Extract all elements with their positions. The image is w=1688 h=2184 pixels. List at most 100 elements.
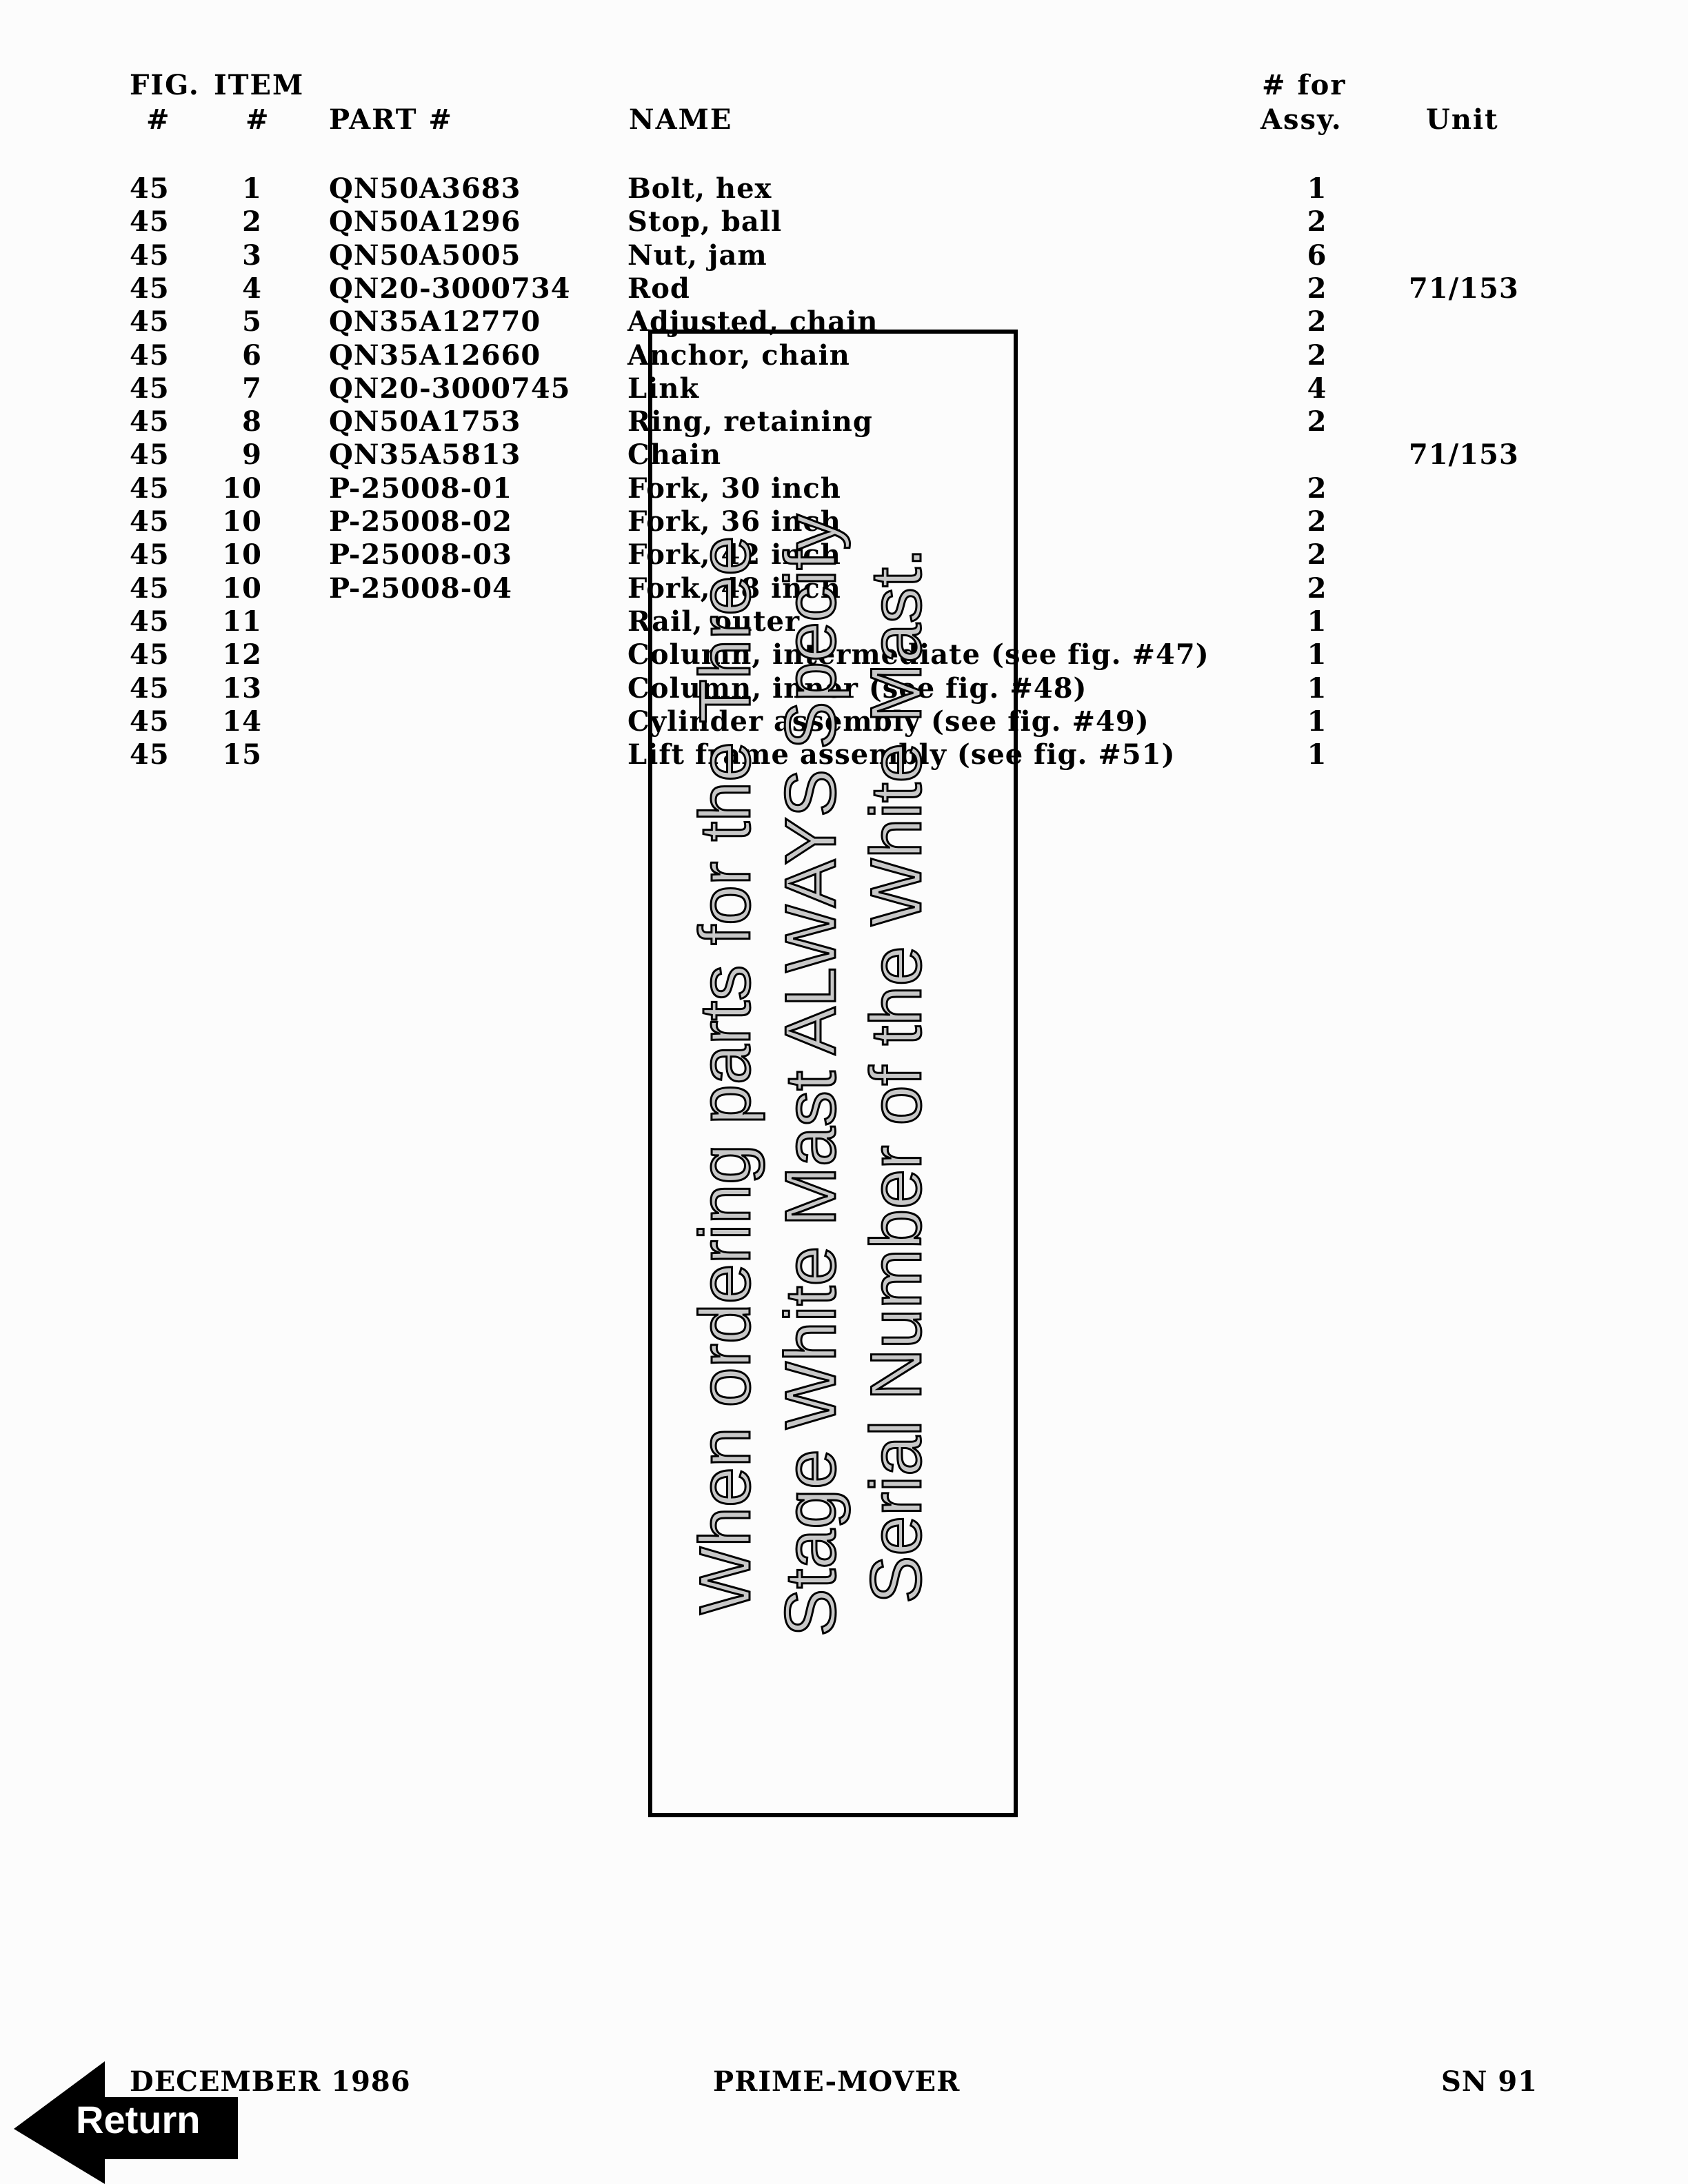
cell-assy: 1	[1307, 671, 1327, 705]
cell-fig: 45	[130, 472, 170, 505]
cell-fig: 45	[130, 638, 170, 671]
cell-item: 10	[222, 538, 262, 572]
cell-assy: 2	[1307, 405, 1327, 438]
cell-assy: 6	[1307, 239, 1327, 272]
cell-part: QN50A1753	[329, 405, 521, 438]
cell-item: 10	[222, 505, 262, 538]
cell-part: QN50A1296	[329, 205, 521, 239]
cell-assy: 2	[1307, 305, 1327, 338]
ordering-notice: When ordering parts for the Three Stage …	[683, 372, 939, 1779]
cell-part: QN50A5005	[329, 239, 521, 272]
header-fig-label: FIG.	[130, 69, 200, 101]
cell-fig: 45	[130, 505, 170, 538]
cell-fig: 45	[130, 705, 170, 738]
cell-name: Fork, 48 inch	[627, 572, 841, 605]
notice-line-3: Serial Number of the White Mast.	[856, 547, 938, 1605]
header-assy-line2: Assy.	[1260, 103, 1343, 136]
cell-item: 10	[222, 572, 262, 605]
cell-assy: 1	[1307, 738, 1327, 771]
cell-fig: 45	[130, 572, 170, 605]
header-assy-line1: # for	[1262, 69, 1347, 101]
cell-part: P-25008-02	[329, 505, 512, 538]
header-fig-hash: #	[146, 103, 171, 136]
cell-item: 14	[222, 705, 262, 738]
cell-name: Fork, 30 inch	[627, 472, 841, 505]
cell-name: Link	[627, 372, 700, 405]
return-button[interactable]: Return	[14, 2061, 241, 2184]
cell-fig: 45	[130, 738, 170, 771]
cell-fig: 45	[130, 272, 170, 305]
cell-assy: 1	[1307, 605, 1327, 638]
cell-part: P-25008-04	[329, 572, 512, 605]
cell-name: Lift frame assembly (see fig. #51)	[627, 738, 1176, 771]
notice-line-1: When ordering parts for the Three	[685, 535, 767, 1616]
footer-date: DECEMBER 1986	[130, 2065, 411, 2098]
footer-title: PRIME-MOVER	[713, 2065, 961, 2098]
header-item-label: ITEM	[214, 69, 305, 101]
cell-part: QN20-3000734	[329, 272, 571, 305]
cell-fig: 45	[130, 438, 170, 472]
header-part: PART #	[329, 103, 453, 136]
cell-fig: 45	[130, 239, 170, 272]
table-row: 45 10 P-25008-04 Fork, 48 inch 2	[0, 572, 1688, 605]
notice-line-2: Stage White Mast ALWAYS Specify	[770, 513, 852, 1637]
cell-name: Bolt, hex	[627, 172, 772, 205]
cell-name: Fork, 42 inch	[627, 538, 841, 572]
table-row: 45 3 QN50A5005 Nut, jam 6	[0, 239, 1688, 272]
cell-item: 15	[222, 738, 262, 771]
footer-page: SN 91	[1441, 2065, 1538, 2098]
cell-assy: 1	[1307, 705, 1327, 738]
cell-fig: 45	[130, 605, 170, 638]
cell-name: Nut, jam	[627, 239, 767, 272]
notice-box	[648, 330, 1018, 1817]
cell-item: 7	[242, 372, 262, 405]
cell-fig: 45	[130, 172, 170, 205]
cell-assy: 2	[1307, 538, 1327, 572]
cell-assy: 2	[1307, 472, 1327, 505]
cell-name: Rail, outer	[627, 605, 801, 638]
cell-fig: 45	[130, 205, 170, 239]
cell-item: 8	[242, 405, 262, 438]
header-unit: Unit	[1426, 103, 1499, 136]
cell-part: QN20-3000745	[329, 372, 571, 405]
cell-name: Chain	[627, 438, 722, 472]
header-item-hash: #	[245, 103, 270, 136]
cell-unit: 71/153	[1409, 438, 1519, 472]
cell-item: 6	[242, 338, 262, 372]
cell-item: 3	[242, 239, 262, 272]
cell-name: Column, intermediate (see fig. #47)	[627, 638, 1209, 671]
cell-fig: 45	[130, 305, 170, 338]
cell-assy: 2	[1307, 505, 1327, 538]
cell-name: Column, inner (see fig. #48)	[627, 671, 1087, 705]
table-row: 45 10 P-25008-03 Fork, 42 inch 2	[0, 538, 1688, 572]
cell-item: 13	[222, 671, 262, 705]
cell-fig: 45	[130, 671, 170, 705]
cell-fig: 45	[130, 405, 170, 438]
cell-assy: 4	[1307, 372, 1327, 405]
table-row: 45 15 Lift frame assembly (see fig. #51) 1	[0, 738, 1688, 771]
cell-item: 9	[242, 438, 262, 472]
cell-assy: 2	[1307, 338, 1327, 372]
header-name: NAME	[629, 103, 733, 136]
cell-name: Rod	[627, 272, 690, 305]
cell-part: P-25008-01	[329, 472, 512, 505]
cell-fig: 45	[130, 538, 170, 572]
cell-part: QN35A12770	[329, 305, 541, 338]
cell-item: 1	[242, 172, 262, 205]
cell-assy: 2	[1307, 572, 1327, 605]
cell-part: P-25008-03	[329, 538, 512, 572]
cell-assy: 2	[1307, 272, 1327, 305]
cell-item: 5	[242, 305, 262, 338]
cell-name: Stop, ball	[627, 205, 783, 239]
